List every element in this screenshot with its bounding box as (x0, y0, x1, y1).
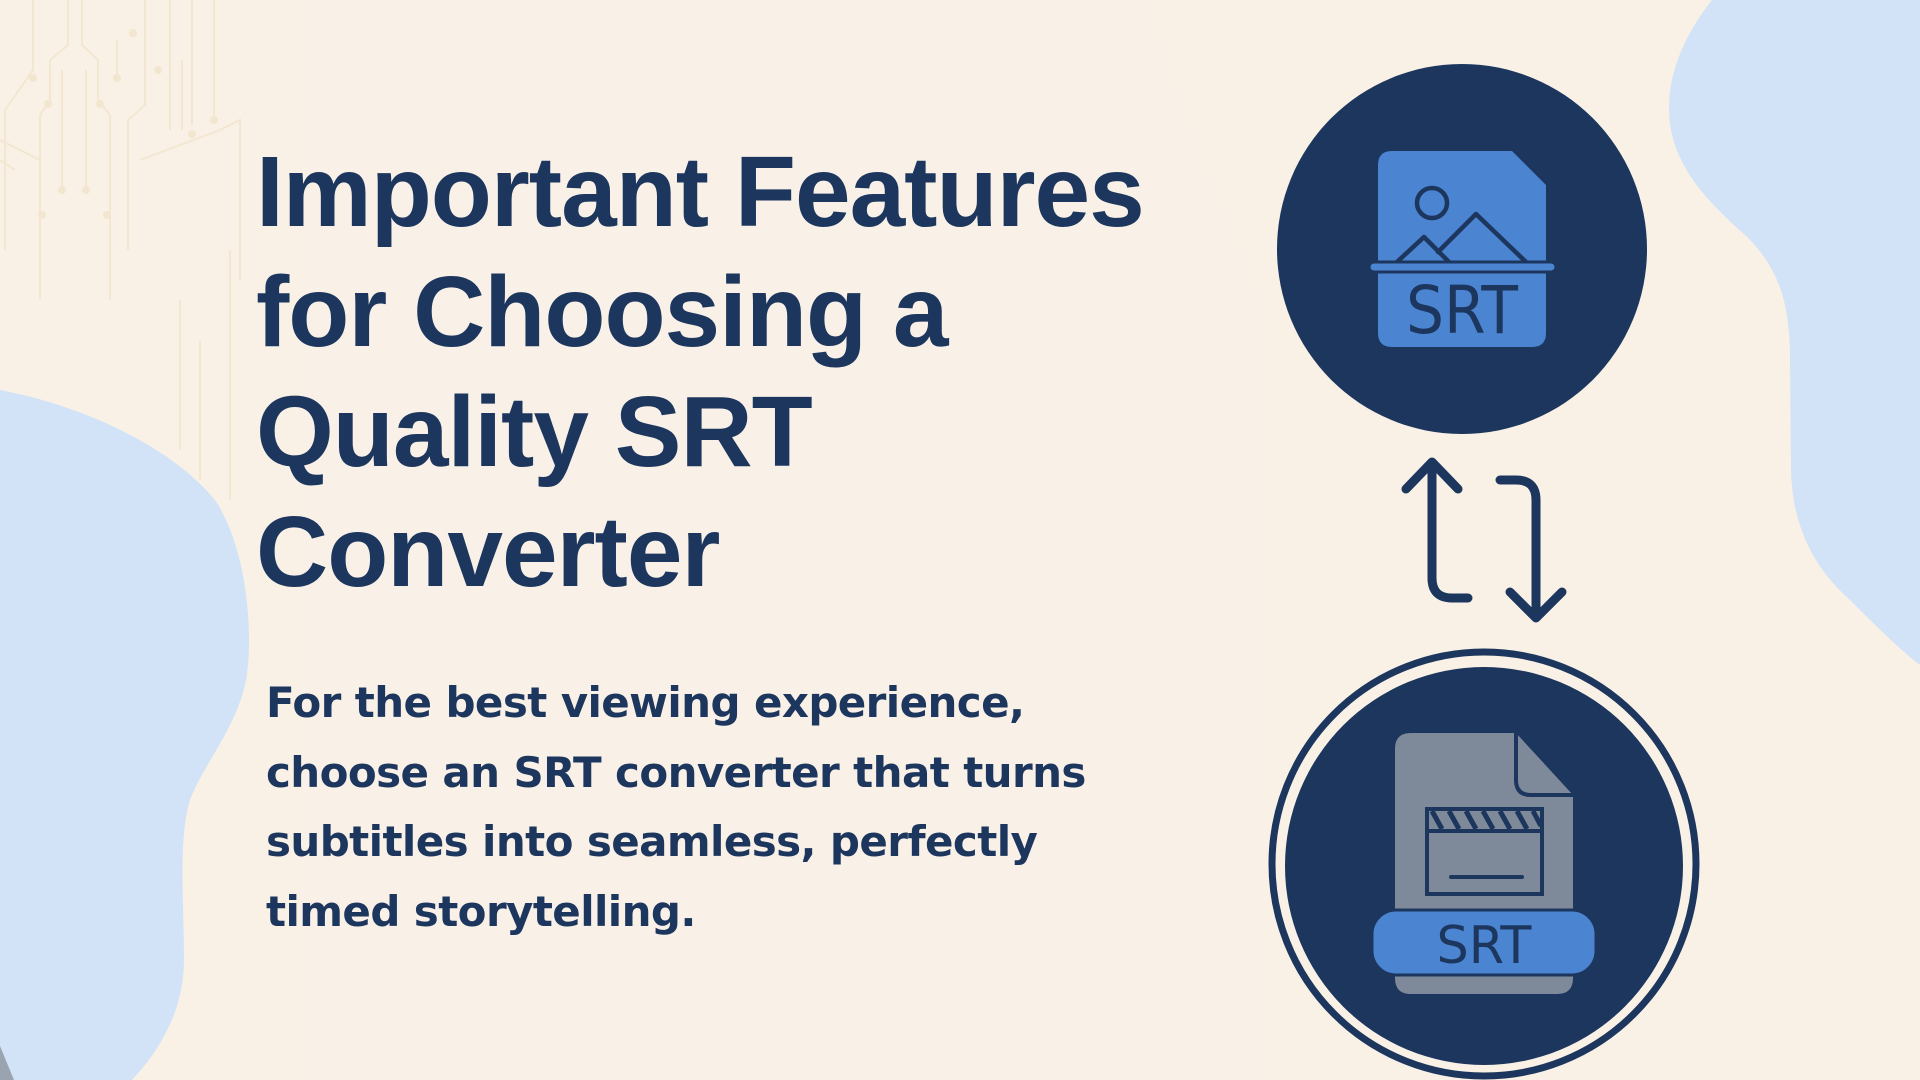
circuit-pattern (0, 0, 241, 500)
page-title: Important Features for Choosing a Qualit… (256, 132, 1216, 612)
file-fold-corner (1514, 733, 1573, 797)
description-line-4: timed storytelling. (266, 886, 696, 936)
clapperboard-icon (1425, 807, 1544, 896)
corner-grey-fragment (0, 1046, 14, 1080)
image-divider-bar (1367, 260, 1558, 274)
description-line-2: choose an SRT converter that turns (266, 747, 1086, 797)
up-arrow-icon (1401, 457, 1473, 603)
sun-icon (1414, 185, 1450, 221)
bottom-icon-outer-ring (1268, 648, 1700, 1080)
srt-label-pill (1370, 908, 1598, 977)
title-line-1: Important Features (256, 136, 1145, 248)
description-line-1: For the best viewing experience, (266, 678, 1025, 727)
srt-image-file-icon: SRT (1277, 64, 1647, 434)
down-arrow-icon (1495, 475, 1567, 623)
circuit-dots (29, 29, 218, 219)
faint-background-shape (300, 0, 1260, 1080)
title-line-4: Converter (256, 496, 720, 608)
description-paragraph: For the best viewing experience, choose … (266, 668, 1226, 946)
image-file-body (1378, 151, 1546, 347)
right-blue-blob (1668, 0, 1920, 665)
title-line-2: for Choosing a (256, 256, 949, 368)
swap-arrows-icon (1401, 457, 1567, 623)
title-line-3: Quality SRT (256, 376, 813, 488)
left-blue-blob (0, 390, 250, 1080)
mountains-icon (1394, 211, 1529, 265)
top-srt-label: SRT (1406, 272, 1519, 349)
bottom-srt-label: SRT (1437, 916, 1532, 976)
srt-video-file-icon: SRT (1268, 648, 1700, 1080)
description-line-3: subtitles into seamless, perfectly (266, 817, 1038, 866)
